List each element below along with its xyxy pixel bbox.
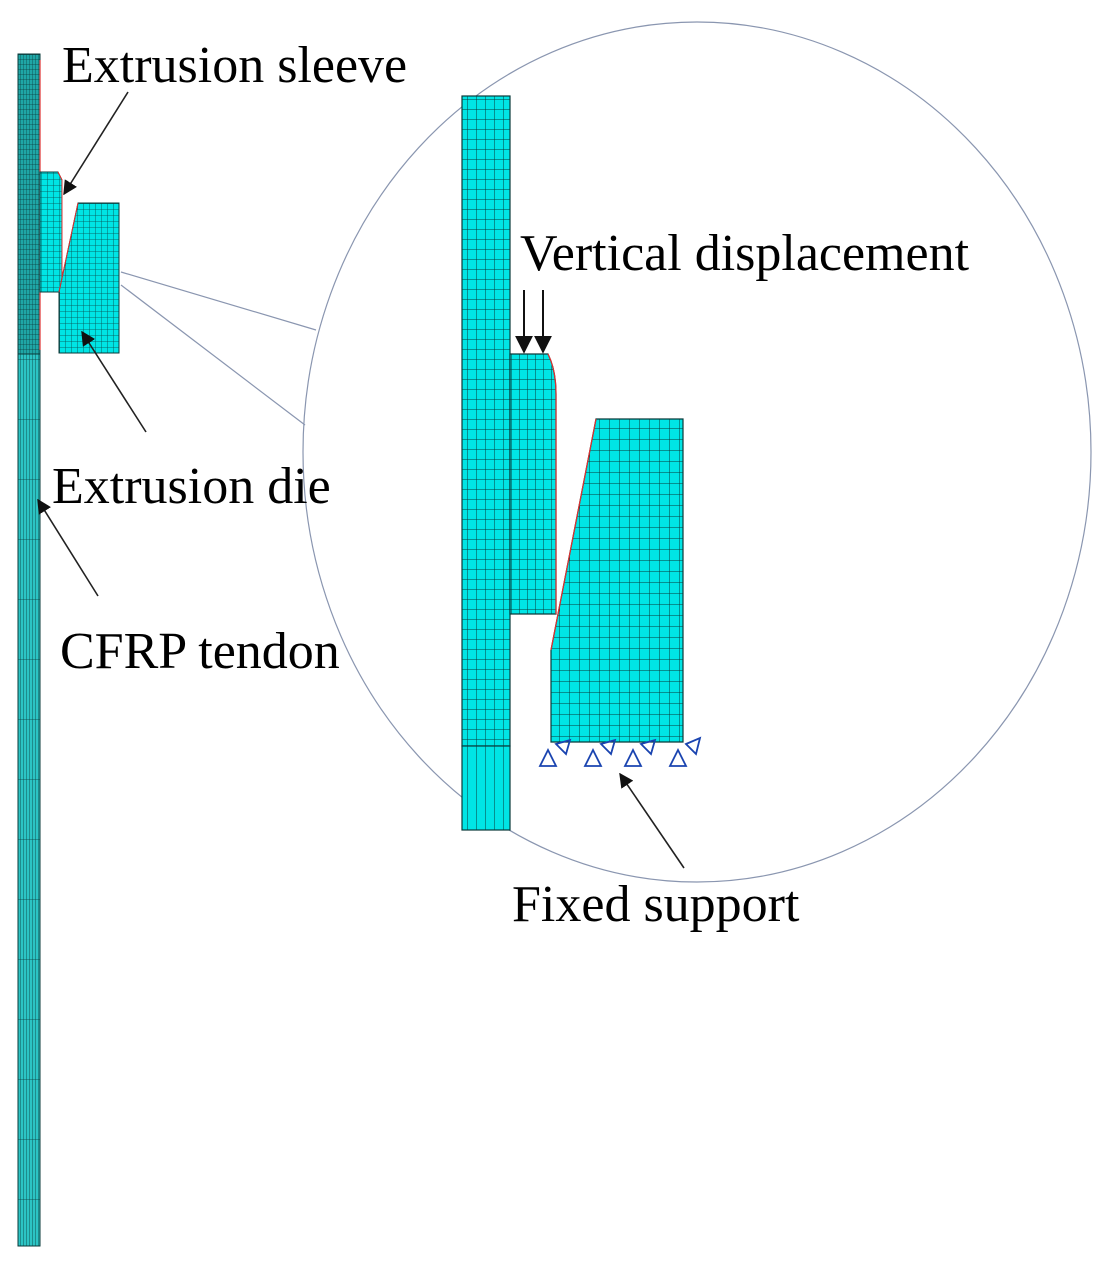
triangle-pin-icon [599, 738, 617, 756]
label-cfrp-tendon: CFRP tendon [60, 623, 340, 680]
leader-fixed-support [619, 772, 685, 869]
label-vertical-displacement: Vertical displacement [520, 225, 970, 282]
triangle-pin-icon [538, 747, 558, 767]
zoom-ellipse [302, 21, 1092, 883]
leader-extrusion-die [81, 330, 147, 433]
callout-line-bottom [120, 284, 306, 426]
label-extrusion-sleeve: Extrusion sleeve [62, 37, 407, 94]
zoom-model [461, 95, 702, 831]
displacement-arrows [515, 290, 552, 354]
zoom-callout [120, 21, 1092, 883]
overview-model [17, 53, 120, 1247]
zoom-tendon-lower [461, 745, 511, 831]
triangle-pin-icon [623, 747, 643, 767]
triangle-pin-icon [668, 747, 688, 767]
triangle-pin-icon [639, 738, 657, 756]
overview-die-contact [58, 202, 79, 293]
overview-sleeve-contact [57, 171, 63, 292]
triangle-pin-icon [583, 747, 603, 767]
fixed-support-symbols [538, 736, 702, 767]
overview-tendon-lower [17, 353, 41, 1247]
zoom-die-contact [550, 418, 597, 651]
overview-sleeve [39, 171, 63, 293]
zoom-tendon-upper [461, 95, 511, 747]
label-extrusion-die: Extrusion die [52, 458, 331, 515]
zoom-die [550, 418, 684, 743]
triangle-pin-icon [684, 736, 702, 756]
leader-lines [37, 91, 685, 869]
triangle-pin-icon [554, 738, 572, 756]
zoom-sleeve [509, 353, 557, 615]
zoom-sleeve-contact [547, 353, 557, 614]
leader-cfrp-tendon [37, 498, 99, 597]
leader-extrusion-sleeve [63, 91, 129, 196]
callout-line-top [120, 271, 317, 331]
overview-tendon-upper [17, 53, 41, 355]
overview-die [58, 202, 120, 354]
label-fixed-support: Fixed support [512, 876, 800, 933]
labels: Extrusion sleeve Vertical displacement E… [52, 37, 970, 933]
